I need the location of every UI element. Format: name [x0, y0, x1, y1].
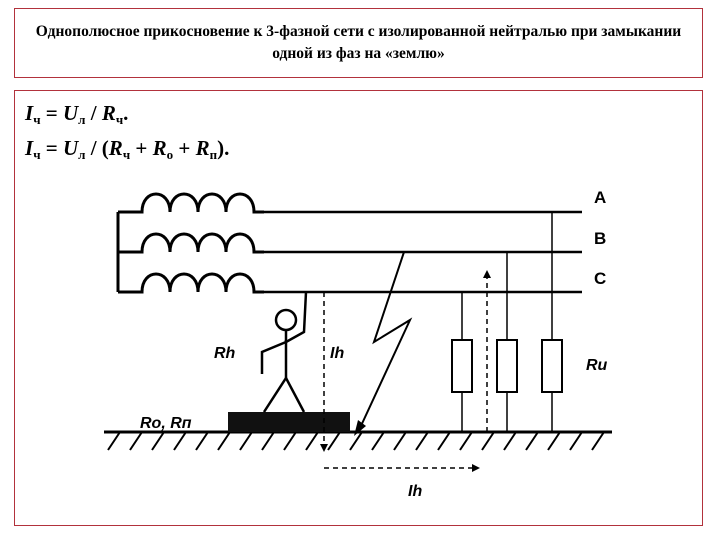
ih-vertical-label: Ih: [330, 345, 344, 362]
slide-title-text: Однополюсное прикосновение к 3-фазной се…: [35, 23, 682, 62]
phase-a-label: A: [594, 188, 606, 207]
ground-hatch-mark: [393, 431, 407, 451]
coil-c: [118, 272, 264, 294]
ground-hatch-mark: [459, 431, 473, 451]
ground-hatch-mark: [107, 431, 121, 451]
phase-b-label: B: [594, 229, 606, 248]
f1-u: U: [63, 101, 79, 125]
f1-slash: /: [85, 101, 102, 125]
f1-end: .: [123, 101, 129, 125]
f2-r2-sub: о: [166, 147, 174, 162]
ground-hatch-mark: [261, 431, 275, 451]
ground-hatch-mark: [569, 431, 583, 451]
person-leg-left: [262, 377, 288, 413]
f1-r: R: [101, 101, 116, 125]
ro-rp-label: Ro, Rп: [140, 415, 192, 432]
rh-label: Rh: [214, 345, 236, 362]
ground-hatch-mark: [151, 431, 165, 451]
f2-plus2: +: [173, 136, 196, 160]
ground-hatch-mark: [547, 431, 561, 451]
person-head: [274, 308, 298, 332]
coil-b: [118, 232, 264, 254]
coil-a: [118, 192, 264, 214]
ground-hatch-mark: [437, 431, 451, 451]
f2-r1: R: [108, 136, 123, 160]
ih-ground-label: Ih: [408, 483, 422, 500]
phase-c-label: C: [594, 269, 606, 288]
ground-hatch-mark: [349, 431, 363, 451]
f2-i: I: [25, 136, 34, 160]
fault-lightning: [359, 251, 413, 429]
ground-hatch-mark: [129, 431, 143, 451]
ground-hatch-mark: [525, 431, 539, 451]
person-arm-raised: [285, 291, 308, 344]
f2-eq: =: [40, 136, 63, 160]
ru-resistor-a: [541, 339, 563, 393]
f2-r1-sub: ч: [122, 147, 131, 162]
f1-eq: =: [40, 101, 63, 125]
f1-u-sub: л: [78, 112, 86, 127]
ground-hatch-mark: [327, 431, 341, 451]
f2-r3: R: [195, 136, 210, 160]
ru-resistor-c: [451, 339, 473, 393]
formula-2: Iч = Uл / (Rч + Rо + Rп).: [25, 136, 229, 163]
f2-u-sub: л: [78, 147, 86, 162]
ground-hatching: [107, 431, 605, 451]
ground-hatch-mark: [305, 431, 319, 451]
ru-resistor-b: [496, 339, 518, 393]
f1-r-sub: ч: [115, 112, 124, 127]
ru-label: Ru: [586, 357, 608, 374]
slide-title: Однополюсное прикосновение к 3-фазной се…: [14, 8, 703, 78]
ground-hatch-mark: [371, 431, 385, 451]
ground-hatch-mark: [195, 431, 209, 451]
content-panel: Iч = Uл / Rч. Iч = Uл / (Rч + Rо + Rп).: [14, 90, 703, 526]
ground-hatch-mark: [283, 431, 297, 451]
ground-hatch-mark: [173, 431, 187, 451]
ground-hatch-mark: [239, 431, 253, 451]
f2-i-sub: ч: [33, 147, 41, 162]
f1-i-sub: ч: [33, 112, 41, 127]
f1-i: I: [25, 101, 34, 125]
ground-hatch-mark: [481, 431, 495, 451]
ground-hatch-mark: [591, 431, 605, 451]
ground-hatch-mark: [217, 431, 231, 451]
person-leg-right: [284, 377, 306, 413]
formula-1: Iч = Uл / Rч.: [25, 101, 128, 128]
standing-platform: [228, 412, 350, 432]
f2-plus1: +: [130, 136, 153, 160]
f2-r3-sub: п: [209, 147, 218, 162]
f2-r2: R: [152, 136, 167, 160]
f2-u: U: [63, 136, 79, 160]
ground-hatch-mark: [415, 431, 429, 451]
f2-open: / (: [85, 136, 109, 160]
f2-end: ).: [217, 136, 230, 160]
ground-hatch-mark: [503, 431, 517, 451]
person-arm-left: [260, 340, 287, 374]
